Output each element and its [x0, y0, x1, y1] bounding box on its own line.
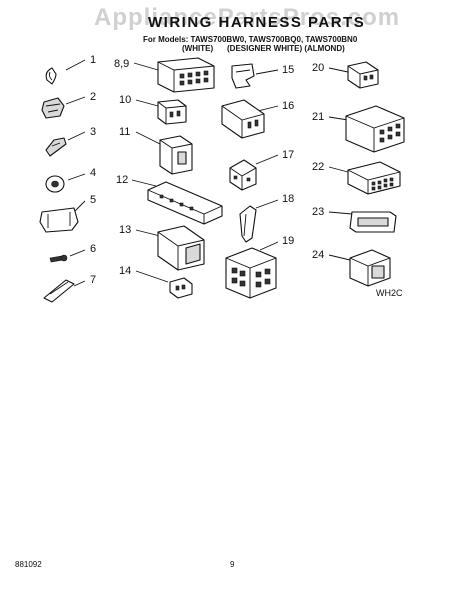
part-label-16: 16: [282, 100, 294, 112]
part-18-terminal: [239, 205, 257, 243]
part-label-18: 18: [282, 193, 294, 205]
watermark: AppliancePartsPros.com: [94, 4, 401, 31]
part-label-24: 24: [312, 249, 324, 261]
models-line: For Models: TAWS700BW0, TAWS700BQ0, TAWS…: [143, 35, 358, 44]
footer-page-number: 9: [230, 560, 235, 569]
part-label-12: 12: [116, 174, 128, 186]
part-11-connector: [159, 135, 193, 175]
part-label-5: 5: [90, 194, 96, 206]
leader-line-12: [131, 179, 157, 187]
leader-line-18: [255, 199, 279, 209]
leader-line-13: [135, 229, 161, 237]
part-label-14: 14: [119, 265, 131, 277]
part-7-strap: [43, 279, 75, 303]
leader-line-15: [255, 69, 279, 75]
leader-line-19: [259, 241, 279, 251]
part-15-clip: [231, 63, 255, 89]
leader-line-7: [73, 280, 86, 287]
part-4-grommet: [45, 175, 65, 193]
leader-line-23: [328, 211, 353, 215]
part-label-13: 13: [119, 224, 131, 236]
part-24-connector: [349, 249, 391, 287]
part-8-9-connector: [157, 57, 215, 93]
part-label-20: 20: [312, 62, 324, 74]
part-3-wire-clip: [45, 137, 67, 157]
part-label-22: 22: [312, 161, 324, 173]
part-label-19: 19: [282, 235, 294, 247]
leader-line-2: [65, 96, 86, 105]
part-label-15: 15: [282, 64, 294, 76]
part-label-6: 6: [90, 243, 96, 255]
part-19-connector: [225, 247, 277, 299]
part-23-connector: [349, 211, 397, 233]
footer-doc-number: 881092: [15, 560, 42, 569]
leader-line-1: [65, 59, 86, 71]
part-16-connector: [221, 99, 265, 139]
page-title: WIRING HARNESS PARTS: [148, 14, 366, 31]
leader-line-11: [135, 131, 161, 145]
part-label-1: 1: [90, 54, 96, 66]
leader-line-5: [73, 200, 86, 213]
leader-line-6: [69, 249, 86, 257]
part-22-connector: [347, 161, 401, 195]
illustration-code: WH2C: [376, 288, 403, 298]
leader-line-10: [135, 99, 159, 107]
part-label-23: 23: [312, 206, 324, 218]
variant-designer-almond-label: (DESIGNER WHITE) (ALMOND): [227, 44, 345, 53]
leader-line-8-9: [133, 62, 159, 71]
part-20-connector: [347, 61, 379, 89]
part-5-bracket: [39, 207, 79, 233]
part-label-4: 4: [90, 167, 96, 179]
leader-line-17: [255, 154, 279, 165]
part-6-screw: [49, 254, 68, 263]
part-14-connector: [169, 277, 193, 299]
part-21-connector: [345, 105, 405, 153]
leader-line-20: [328, 67, 349, 73]
part-label-3: 3: [90, 126, 96, 138]
part-10-connector: [157, 99, 187, 125]
leader-line-22: [328, 166, 349, 173]
part-label-11: 11: [119, 126, 130, 138]
leader-line-3: [67, 131, 86, 141]
part-label-21: 21: [312, 111, 324, 123]
part-label-8-9: 8,9: [114, 58, 129, 70]
part-2-wire-clip: [41, 97, 65, 119]
leader-line-4: [67, 173, 86, 181]
leader-line-24: [328, 254, 351, 261]
part-label-7: 7: [90, 274, 96, 286]
variant-white-label: (WHITE): [182, 44, 214, 53]
part-label-17: 17: [282, 149, 294, 161]
part-12-terminal-block: [147, 181, 223, 225]
part-label-10: 10: [119, 94, 131, 106]
part-1-wire-clip: [45, 67, 57, 85]
leader-line-21: [328, 116, 349, 121]
part-13-connector: [157, 225, 205, 271]
part-17-relay-connector: [229, 159, 257, 191]
leader-line-14: [135, 270, 169, 283]
part-label-2: 2: [90, 91, 96, 103]
